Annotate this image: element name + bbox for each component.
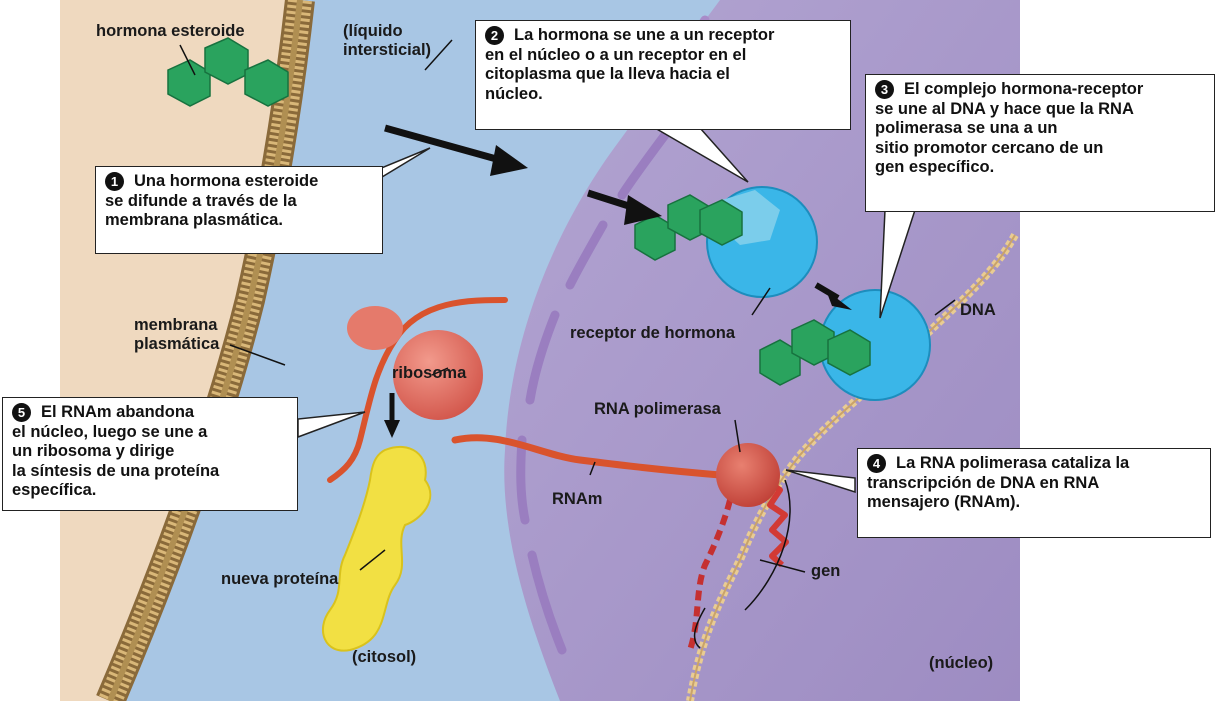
step-4-number: 4	[867, 454, 886, 473]
step-5-number: 5	[12, 403, 31, 422]
label-mrna: RNAm	[552, 490, 602, 509]
label-plasma-membrane: membrana plasmática	[134, 316, 219, 354]
label-new-protein: nueva proteína	[221, 570, 338, 589]
rna-polymerase	[716, 443, 780, 507]
label-cytosol: (citosol)	[352, 648, 416, 667]
step-1-text: Una hormona esteroide se difunde a travé…	[105, 172, 318, 229]
label-gene: gen	[811, 562, 840, 581]
label-ribosome: ribosoma	[392, 364, 466, 383]
step-3-number: 3	[875, 80, 894, 99]
label-dna: DNA	[960, 301, 996, 320]
step-1-number: 1	[105, 172, 124, 191]
step-2-number: 2	[485, 26, 504, 45]
label-steroid-hormone: hormona esteroide	[96, 22, 245, 41]
step-4-text: La RNA polimerasa cataliza la transcripc…	[867, 454, 1129, 511]
step-2-text: La hormona se une a un receptor en el nú…	[485, 26, 774, 103]
ribosome-small-subunit	[347, 306, 403, 350]
step-5-text: El RNAm abandona el núcleo, luego se une…	[12, 403, 219, 499]
label-nucleus: (núcleo)	[929, 654, 993, 673]
label-interstitial-fluid: (líquido intersticial)	[343, 22, 431, 60]
step-3-text: El complejo hormona-receptor se une al D…	[875, 80, 1143, 176]
label-hormone-receptor: receptor de hormona	[570, 324, 735, 343]
label-rna-polymerase: RNA polimerasa	[594, 400, 721, 419]
